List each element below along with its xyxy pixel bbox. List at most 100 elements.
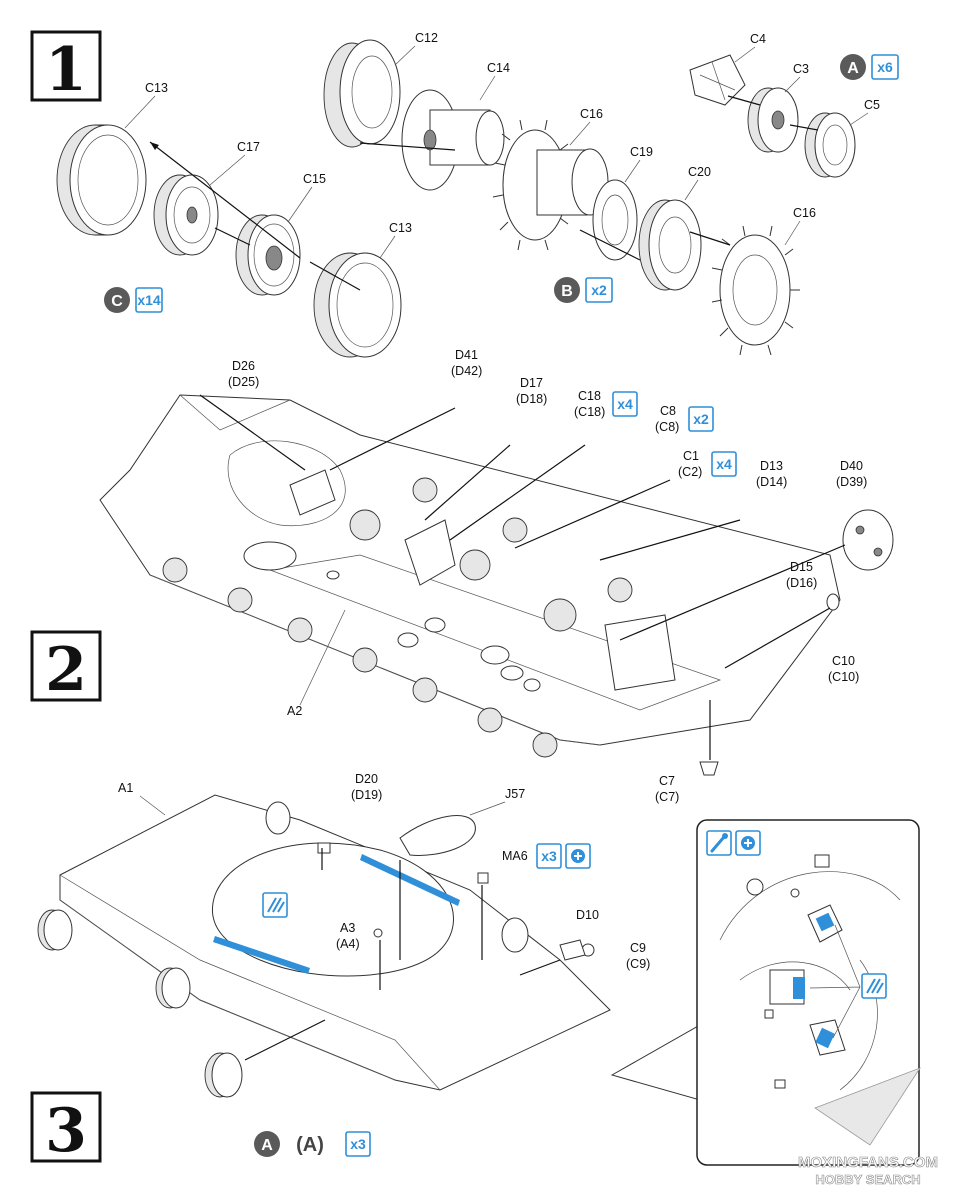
wheel-icon: [56, 124, 147, 236]
label-c10: C10: [832, 654, 855, 668]
wheel-icon: [323, 39, 401, 148]
sprocket-icon: [842, 509, 894, 571]
label-c3: C3: [793, 62, 809, 76]
wheel-icon: [204, 1052, 243, 1098]
label-d10: D10: [576, 908, 599, 922]
label-c7: C7: [659, 774, 675, 788]
svg-text:C: C: [111, 293, 123, 310]
label-c15: C15: [303, 172, 326, 186]
label-c4: C4: [750, 32, 766, 46]
label-d20: D20: [355, 772, 378, 786]
label-d25: (D25): [228, 375, 259, 389]
wheel-icon: [313, 252, 402, 358]
suspension-arms: [162, 477, 633, 758]
label-j57: J57: [505, 787, 525, 801]
step-3-number: 3: [45, 1096, 87, 1166]
label-c10b: (C10): [828, 670, 859, 684]
qty-ma6: x3: [536, 843, 562, 869]
label-c9b: (C9): [626, 957, 650, 971]
paint-color-icon: [565, 843, 591, 869]
paint-brush-icon: [706, 830, 732, 856]
callout-c: C x14: [104, 287, 163, 313]
hull-a1: A1 D20 (D19) J57 MA6 x3 A3 (A4) D10 C9 (…: [37, 772, 650, 1157]
step-1-number: 1: [45, 35, 87, 105]
hatched-paint-icon: [861, 973, 887, 999]
label-d14: (D14): [756, 475, 787, 489]
label-a2: A2: [287, 704, 302, 718]
label-c20: C20: [688, 165, 711, 179]
svg-text:x4: x4: [716, 456, 732, 472]
wheel-icon: [235, 214, 301, 296]
label-d16: (D16): [786, 576, 817, 590]
label-d39: (D39): [836, 475, 867, 489]
watermark-line2: HOBBY SEARCH: [815, 1172, 920, 1187]
label-a4: (A4): [336, 937, 360, 951]
label-a3: A3: [340, 921, 355, 935]
step-3-box: 3: [30, 1091, 102, 1166]
label-c9: C9: [630, 941, 646, 955]
label-a1: A1: [118, 781, 133, 795]
svg-text:x14: x14: [137, 292, 161, 308]
hatched-paint-icon: [262, 892, 288, 918]
svg-text:(A): (A): [296, 1134, 324, 1156]
label-c13-left: C13: [145, 81, 168, 95]
svg-text:A: A: [261, 1137, 273, 1154]
masking-strip: [213, 936, 310, 974]
assembly-arrow: [149, 141, 301, 259]
label-c19: C19: [630, 145, 653, 159]
qty-c8: x2: [688, 406, 714, 432]
label-d17: D17: [520, 376, 543, 390]
label-c16-right: C16: [793, 206, 816, 220]
sprocket-icon: [711, 225, 800, 356]
masking-pad: [769, 969, 805, 1005]
wheel-icon: [747, 87, 799, 153]
label-c7b: (C7): [655, 790, 679, 804]
masking-strip: [360, 854, 460, 906]
hull-icon: [59, 794, 611, 1091]
callout-step3: A (A) x3: [254, 1131, 371, 1157]
sprocket-hub: [401, 89, 505, 191]
label-c18b: (C18): [574, 405, 605, 419]
callout-a: A x6: [840, 54, 899, 80]
label-ma6: MA6: [502, 849, 528, 863]
watermark-line1: MOXINGFANS.COM: [798, 1154, 938, 1171]
wheel-icon: [592, 179, 638, 261]
label-d18: (D18): [516, 392, 547, 406]
sprocket-icon: [492, 119, 609, 251]
label-c18: C18: [578, 389, 601, 403]
svg-text:x6: x6: [877, 59, 893, 75]
label-d13: D13: [760, 459, 783, 473]
svg-text:x3: x3: [350, 1136, 366, 1152]
lower-hull-a2: D26 (D25) D41 (D42) D17 (D18) C18 (C18) …: [99, 348, 894, 804]
svg-text:x3: x3: [541, 848, 557, 864]
paint-color-icon: [735, 830, 761, 856]
label-d41: D41: [455, 348, 478, 362]
watermark: MOXINGFANS.COM HOBBY SEARCH: [798, 1067, 938, 1187]
qty-c18: x4: [612, 391, 638, 417]
svg-text:x2: x2: [693, 411, 709, 427]
wheel-icon: [265, 801, 291, 835]
label-c17: C17: [237, 140, 260, 154]
step-2-box: 2: [30, 630, 102, 705]
qty-c1: x4: [711, 451, 737, 477]
svg-text:A: A: [847, 60, 859, 77]
masking-pad: [809, 1019, 846, 1056]
wheel-icon: [638, 199, 702, 291]
label-d42: (D42): [451, 364, 482, 378]
wheel-icon: [153, 174, 219, 256]
label-c13-right: C13: [389, 221, 412, 235]
masking-pad: [807, 904, 843, 943]
svg-text:x4: x4: [617, 396, 633, 412]
label-c1: C1: [683, 449, 699, 463]
label-c14: C14: [487, 61, 510, 75]
step-1-box: 1: [30, 30, 102, 105]
callout-b: B x2: [554, 277, 613, 303]
wheel-icon: [37, 909, 73, 951]
wheel-icon: [804, 112, 856, 178]
label-d15: D15: [790, 560, 813, 574]
label-d19: (D19): [351, 788, 382, 802]
label-d40: D40: [840, 459, 863, 473]
label-c16-top: C16: [580, 107, 603, 121]
svg-text:x2: x2: [591, 282, 607, 298]
